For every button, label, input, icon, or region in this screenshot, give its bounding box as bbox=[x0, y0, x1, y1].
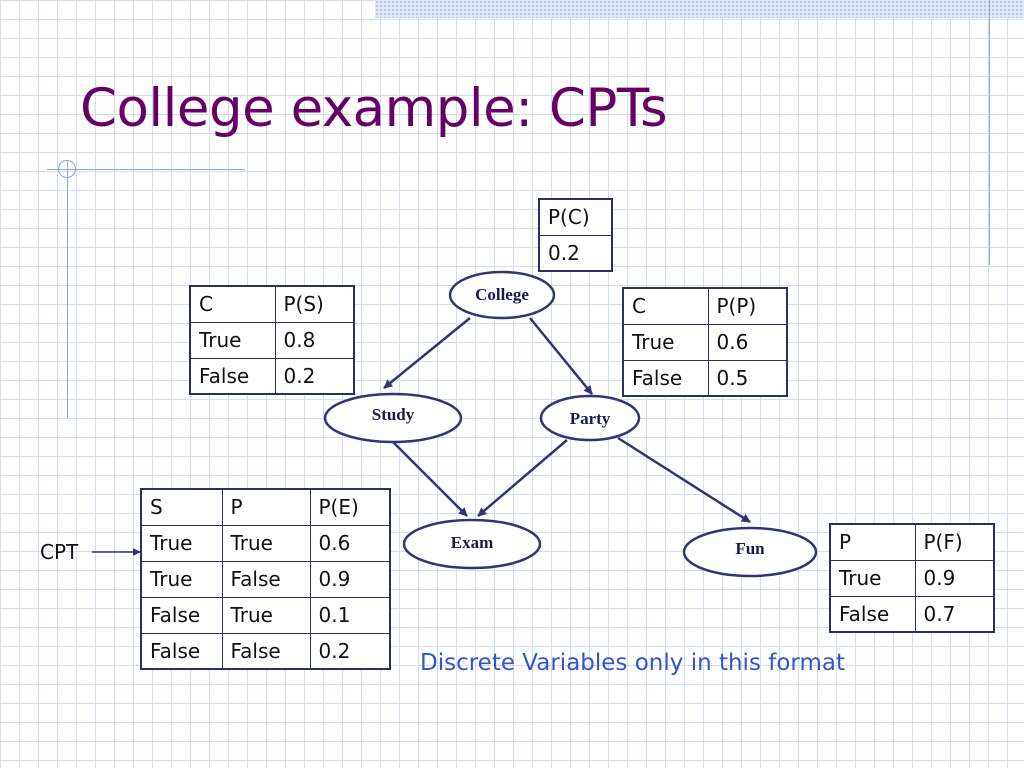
node-study-label: Study bbox=[372, 405, 415, 424]
node-exam: Exam bbox=[402, 518, 542, 570]
table-cell: 0.8 bbox=[274, 321, 355, 359]
table-cell: 0.2 bbox=[538, 234, 613, 272]
table-header-cell: P(C) bbox=[538, 198, 613, 236]
table-cell: True bbox=[189, 321, 276, 359]
table-header-cell: P bbox=[221, 488, 311, 526]
table-header-row: P P(F) bbox=[829, 523, 995, 561]
table-row: False True 0.1 bbox=[140, 596, 391, 634]
table-cell: True bbox=[221, 596, 311, 634]
table-cell: False bbox=[829, 595, 916, 633]
table-cell: 0.5 bbox=[707, 359, 788, 397]
decorative-circle-icon bbox=[58, 160, 76, 178]
cpt-table-study: C P(S) True 0.8 False 0.2 bbox=[189, 285, 355, 395]
table-cell: 0.7 bbox=[914, 595, 995, 633]
table-header-row: C P(S) bbox=[189, 285, 355, 323]
table-cell: 0.6 bbox=[309, 524, 391, 562]
decorative-vertical-line-left bbox=[67, 160, 68, 418]
table-cell: 0.6 bbox=[707, 323, 788, 361]
table-cell: False bbox=[140, 596, 223, 634]
cpt-table-college: P(C) 0.2 bbox=[538, 198, 613, 272]
table-cell: 0.2 bbox=[274, 357, 355, 395]
node-fun-label: Fun bbox=[735, 539, 765, 558]
decorative-vertical-line-right bbox=[989, 0, 990, 265]
table-cell: True bbox=[221, 524, 311, 562]
table-row: True 0.8 bbox=[189, 321, 355, 359]
decorative-title-underline bbox=[47, 169, 245, 170]
cpt-table-party: C P(P) True 0.6 False 0.5 bbox=[622, 287, 788, 397]
table-header-cell: P(E) bbox=[309, 488, 391, 526]
table-header-row: C P(P) bbox=[622, 287, 788, 325]
table-row: False 0.7 bbox=[829, 595, 995, 633]
edge-college-party bbox=[529, 317, 593, 395]
edge-study-exam bbox=[392, 441, 468, 517]
node-party: Party bbox=[539, 394, 641, 442]
table-cell: 0.9 bbox=[914, 559, 995, 597]
table-header-cell: C bbox=[622, 287, 709, 325]
edge-college-study bbox=[383, 317, 471, 389]
table-row: True 0.6 bbox=[622, 323, 788, 361]
cpt-table-exam: S P P(E) True True 0.6 True False 0.9 Fa… bbox=[140, 488, 391, 670]
node-party-label: Party bbox=[570, 409, 611, 428]
table-cell: True bbox=[140, 524, 223, 562]
table-row: False 0.2 bbox=[189, 357, 355, 395]
slide-title: College example: CPTs bbox=[80, 78, 668, 139]
table-header-cell: P(F) bbox=[914, 523, 995, 561]
node-exam-label: Exam bbox=[451, 533, 494, 552]
table-header-cell: S bbox=[140, 488, 223, 526]
table-cell: 0.9 bbox=[309, 560, 391, 598]
node-college-label: College bbox=[475, 285, 529, 304]
table-header-cell: P(S) bbox=[274, 285, 355, 323]
table-cell: 0.1 bbox=[309, 596, 391, 634]
table-header-cell: C bbox=[189, 285, 276, 323]
edge-party-exam bbox=[477, 439, 568, 517]
table-header-cell: P(P) bbox=[707, 287, 788, 325]
table-row: False False 0.2 bbox=[140, 632, 391, 670]
node-study: Study bbox=[323, 392, 463, 444]
footnote-text: Discrete Variables only in this format bbox=[420, 650, 845, 676]
table-cell: True bbox=[140, 560, 223, 598]
node-college: College bbox=[448, 270, 556, 320]
table-header-cell: P bbox=[829, 523, 916, 561]
cpt-table-fun: P P(F) True 0.9 False 0.7 bbox=[829, 523, 995, 633]
table-cell: False bbox=[189, 357, 276, 395]
table-cell: True bbox=[622, 323, 709, 361]
table-cell: True bbox=[829, 559, 916, 597]
table-header-row: S P P(E) bbox=[140, 488, 391, 526]
edge-party-fun bbox=[617, 436, 751, 524]
table-cell: False bbox=[221, 560, 311, 598]
table-row: 0.2 bbox=[538, 234, 613, 272]
table-row: True False 0.9 bbox=[140, 560, 391, 598]
decorative-top-band bbox=[375, 0, 1024, 18]
table-row: True 0.9 bbox=[829, 559, 995, 597]
table-cell: False bbox=[221, 632, 311, 670]
table-cell: False bbox=[140, 632, 223, 670]
table-cell: False bbox=[622, 359, 709, 397]
table-row: True True 0.6 bbox=[140, 524, 391, 562]
table-row: False 0.5 bbox=[622, 359, 788, 397]
node-fun: Fun bbox=[682, 526, 818, 578]
cpt-pointer-label: CPT bbox=[40, 540, 79, 564]
table-header-row: P(C) bbox=[538, 198, 613, 236]
table-cell: 0.2 bbox=[309, 632, 391, 670]
